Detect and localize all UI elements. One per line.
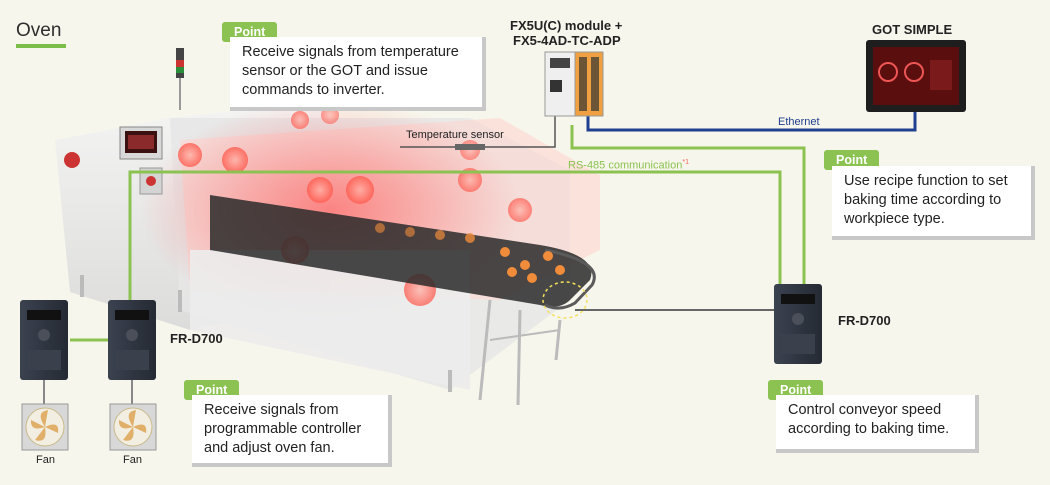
rs485-label: RS-485 communication*1 — [568, 159, 689, 172]
ethernet-label: Ethernet — [778, 116, 820, 128]
fan-1 — [21, 380, 69, 451]
inverter-right — [774, 284, 822, 364]
inverter-left-label: FR-D700 — [170, 331, 223, 346]
temperature-sensor-label: Temperature sensor — [406, 129, 504, 141]
inverter-right-label: FR-D700 — [838, 313, 891, 328]
point-callout-3: Receive signals from programmable contro… — [192, 395, 392, 467]
fan-label-2: Fan — [123, 454, 142, 466]
plc-label-line2: FX5-4AD-TC-ADP — [513, 33, 621, 48]
conveyor-belt — [210, 195, 596, 406]
got-label: GOT SIMPLE — [872, 22, 953, 37]
point-callout-1: Receive signals from temperature sensor … — [230, 37, 486, 111]
got-simple-hmi — [866, 40, 966, 112]
point-callout-2: Use recipe function to set baking time a… — [832, 166, 1035, 240]
inverter-left-2 — [108, 300, 156, 380]
page-title: Oven — [16, 20, 62, 41]
plc-label-line1: FX5U(C) module + — [510, 18, 623, 33]
point-tag-2: Point — [824, 150, 880, 170]
rs485-note: *1 — [682, 159, 689, 166]
plc-module — [544, 51, 604, 117]
fan-2 — [109, 380, 157, 451]
fan-label-1: Fan — [36, 454, 55, 466]
title-underline — [16, 44, 66, 48]
wiring — [70, 110, 917, 342]
point-callout-4: Control conveyor speed according to baki… — [776, 395, 979, 453]
inverter-left-1 — [20, 300, 68, 380]
